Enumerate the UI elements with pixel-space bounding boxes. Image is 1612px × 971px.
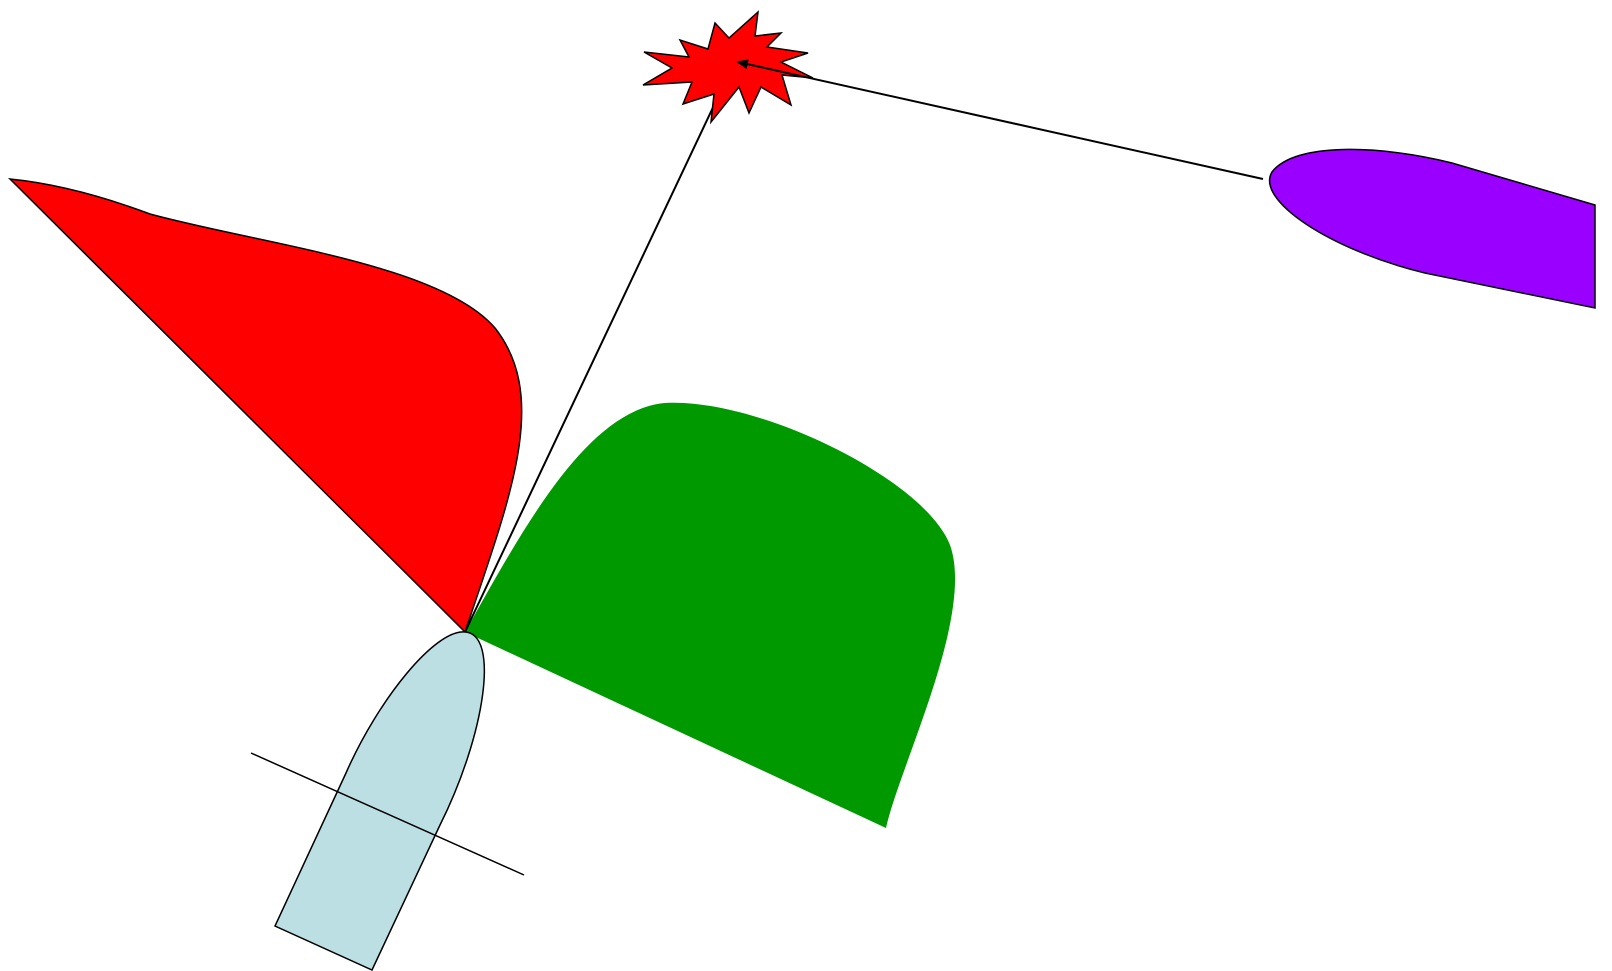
red-port-light-sector	[10, 179, 522, 632]
green-starboard-light-sector	[465, 403, 955, 828]
own-vessel-hull[interactable]	[275, 632, 484, 970]
other-vessel-hull[interactable]	[1270, 149, 1595, 308]
collision-starburst-icon	[643, 12, 813, 122]
bearing-line-other-vessel	[738, 62, 1263, 179]
